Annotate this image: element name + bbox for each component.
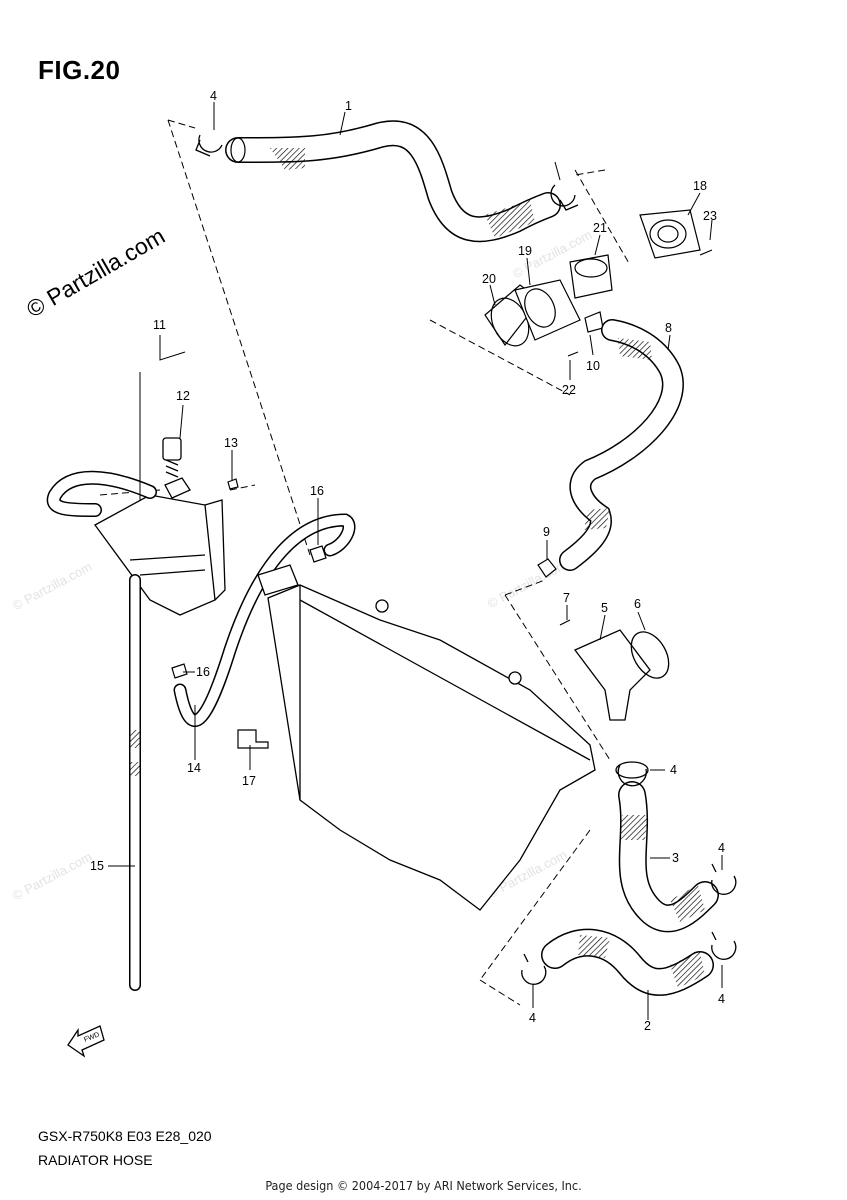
callout-17: 17 — [242, 774, 256, 788]
callout-1: 1 — [345, 99, 352, 113]
callout-23: 23 — [703, 209, 717, 223]
callout-labels: 1 2 3 4 4 4 4 4 5 6 7 8 9 10 11 12 13 14… — [90, 89, 725, 1033]
page-footer: Page design © 2004-2017 by ARI Network S… — [265, 1178, 582, 1193]
callout-11: 11 — [153, 318, 166, 332]
callout-10: 10 — [586, 359, 600, 373]
callout-19: 19 — [518, 244, 532, 258]
model-code: GSX-R750K8 E03 E28_020 — [38, 1128, 212, 1144]
callout-16: 16 — [310, 484, 324, 498]
callout-20: 20 — [482, 272, 496, 286]
reservoir-tank — [94, 437, 226, 616]
callout-22: 22 — [562, 383, 576, 397]
figure-title: FIG.20 — [38, 55, 121, 85]
radiator — [267, 584, 596, 911]
callout-6: 6 — [634, 597, 641, 611]
callout-4: 4 — [529, 1011, 536, 1025]
callout-4: 4 — [210, 89, 217, 103]
callout-12: 12 — [176, 389, 190, 403]
callout-3: 3 — [672, 851, 679, 865]
callout-16: 16 — [196, 665, 210, 679]
callout-13: 13 — [224, 436, 238, 450]
hose-1 — [225, 120, 561, 243]
callout-18: 18 — [693, 179, 707, 193]
callout-14: 14 — [187, 761, 201, 775]
hose-2 — [541, 928, 714, 996]
callout-4: 4 — [670, 763, 677, 777]
callout-7: 7 — [563, 591, 570, 605]
fwd-arrow: FWD — [67, 1025, 105, 1058]
callout-15: 15 — [90, 859, 104, 873]
callout-4: 4 — [718, 992, 725, 1006]
diagram-subtitle: RADIATOR HOSE — [38, 1152, 153, 1168]
callout-8: 8 — [665, 321, 672, 335]
callout-9: 9 — [543, 525, 550, 539]
hose-3 — [618, 781, 719, 933]
callout-2: 2 — [644, 1019, 651, 1033]
callout-21: 21 — [593, 221, 607, 235]
callout-4: 4 — [718, 841, 725, 855]
callout-5: 5 — [601, 601, 608, 615]
hose-8 — [559, 319, 684, 571]
